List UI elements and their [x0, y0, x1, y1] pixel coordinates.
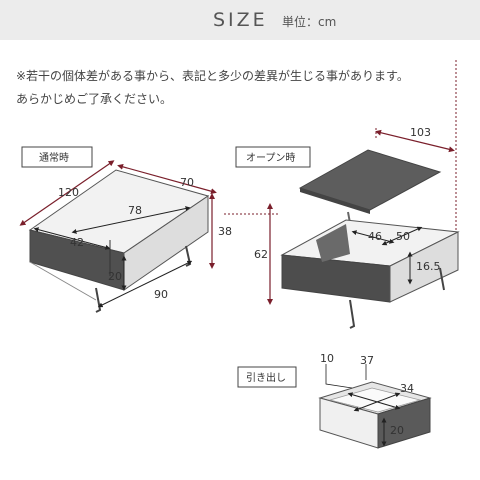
dim-tray-width: 46: [368, 230, 382, 243]
dim-width-line: [19, 160, 115, 226]
dim-tray-depth: 50: [396, 230, 410, 243]
dim-depth: 70: [180, 176, 194, 189]
dim-side-height: 16.5: [416, 260, 441, 273]
drawer-view-tag: [237, 366, 297, 388]
open-view-label: オープン時: [246, 152, 295, 164]
dim-left-line: [33, 227, 111, 250]
open-base-side: [389, 231, 459, 303]
note-line-1: ※若干の個体差がある事から、表記と多少の差異が生じる事があります。: [16, 69, 409, 83]
dim-drawer-b: 37: [360, 354, 374, 367]
dim-top-depth: 103: [410, 126, 431, 139]
dim-inner: 78: [128, 204, 142, 217]
raised-top: [298, 149, 442, 211]
dim-width: 120: [58, 186, 79, 199]
note-line-2: あらかじめご了承ください。: [16, 92, 173, 106]
normal-view: 通常時 120 70 38 78 42 20 90: [19, 146, 232, 313]
dim-depth-line: [117, 163, 217, 195]
dim-height: 38: [218, 225, 232, 238]
leg-front: [95, 287, 102, 313]
dim-open-height: 62: [254, 248, 268, 261]
dim-leg-line: [97, 260, 193, 308]
normal-view-label: 通常時: [39, 151, 69, 164]
open-view-tag: [235, 146, 311, 168]
drawer-view: 引き出し 10 37 34 20: [237, 352, 432, 449]
dim-left: 42: [70, 236, 84, 249]
dim-drawer-d: 20: [390, 424, 404, 437]
dim-top-depth-line: [375, 129, 455, 153]
dim-leg: 90: [154, 288, 168, 301]
drawer-view-label: 引き出し: [246, 371, 286, 384]
size-header: SIZE 単位：cm: [0, 0, 480, 40]
size-title: SIZE: [213, 9, 268, 31]
dim-drawer-a: 10: [320, 352, 334, 365]
open-view: オープン時 103 62 46 50 16.5: [224, 60, 460, 329]
dim-drawer: 20: [108, 270, 122, 283]
unit-label: 単位：cm: [282, 15, 337, 29]
dim-drawer-c: 34: [400, 382, 414, 395]
